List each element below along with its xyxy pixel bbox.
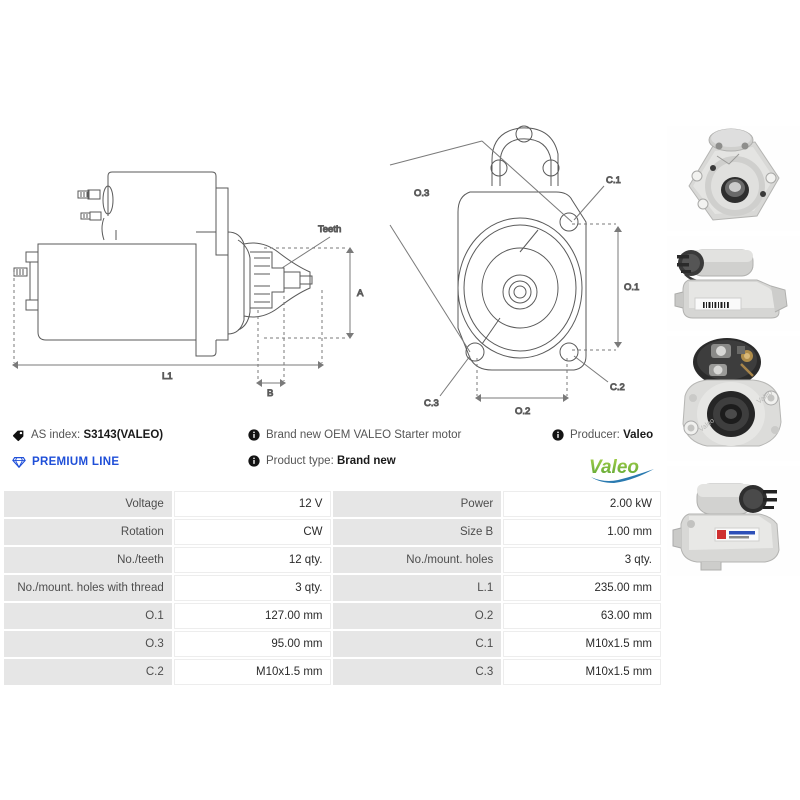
front-view-dimensions xyxy=(389,140,622,402)
label-teeth: Teeth xyxy=(318,224,341,235)
side-view-drawing xyxy=(13,171,313,357)
label-b: B xyxy=(267,388,273,399)
label-c2: C.2 xyxy=(610,382,625,393)
label-c1: C.1 xyxy=(606,175,621,186)
spec-value-cell: M10x1.5 mm xyxy=(503,659,661,685)
spec-label-cell: C.2 xyxy=(4,659,172,685)
spec-value-cell: 2.00 kW xyxy=(503,491,661,517)
premium-line-badge: PREMIUM LINE xyxy=(12,454,242,469)
product-type-text: Product type: Brand new xyxy=(266,454,396,469)
drawings-svg: Teeth A B L1 xyxy=(12,125,640,418)
spec-value-cell: 12 V xyxy=(173,491,332,517)
side-view-dimensions xyxy=(12,236,354,387)
as-index-line: AS index: S3143(VALEO) xyxy=(12,428,242,443)
spec-value-cell: M10x1.5 mm xyxy=(173,659,332,685)
label-o1: O.1 xyxy=(624,282,639,293)
as-index-text: AS index: S3143(VALEO) xyxy=(31,428,163,443)
tag-icon xyxy=(12,429,25,442)
info-icon xyxy=(552,429,564,441)
starter-solenoid-end-photo[interactable]: Valeo Valeo xyxy=(667,336,800,461)
producer-label: Producer: xyxy=(570,429,620,441)
product-type-line: Product type: Brand new xyxy=(248,454,548,469)
label-a: A xyxy=(357,288,364,299)
product-type-label: Product type: xyxy=(266,455,334,467)
starter-front-angle-photo[interactable] xyxy=(667,126,800,231)
description-line: Brand new OEM VALEO Starter motor xyxy=(248,428,548,443)
info-column-middle: Brand new OEM VALEO Starter motor Produc… xyxy=(248,428,548,480)
spec-label-cell: Power xyxy=(333,491,502,517)
spec-label-cell: C.1 xyxy=(333,631,502,657)
diamond-icon xyxy=(12,455,26,469)
label-o2: O.2 xyxy=(515,406,530,417)
description-text: Brand new OEM VALEO Starter motor xyxy=(266,429,462,441)
info-icon xyxy=(248,455,260,467)
as-index-value: S3143(VALEO) xyxy=(83,429,164,441)
label-c3: C.3 xyxy=(424,398,439,409)
starter-side-view-photo[interactable] xyxy=(667,236,800,331)
spec-label-cell: Size B xyxy=(333,519,502,545)
label-l1: L1 xyxy=(162,371,173,382)
product-type-value: Brand new xyxy=(336,455,396,467)
valeo-logo-text: Valeo xyxy=(589,457,639,478)
spec-label-cell: L.1 xyxy=(333,575,502,601)
spec-value-cell: 127.00 mm xyxy=(173,603,332,629)
spec-label-cell: O.2 xyxy=(333,603,502,629)
front-view-drawing xyxy=(457,125,587,371)
spec-value-cell: 1.00 mm xyxy=(503,519,661,545)
info-icon xyxy=(248,429,260,441)
producer-text: Producer: Valeo xyxy=(570,428,653,443)
spec-label-cell: Voltage xyxy=(4,491,172,517)
valeo-brand-logo: Valeo xyxy=(588,456,664,484)
spec-value-cell: M10x1.5 mm xyxy=(503,631,661,657)
info-column-left: AS index: S3143(VALEO) PREMIUM LINE xyxy=(12,428,242,469)
spec-label-cell: No./mount. holes xyxy=(333,547,502,573)
product-info-row: AS index: S3143(VALEO) PREMIUM LINE xyxy=(0,428,665,484)
spec-label-cell: O.3 xyxy=(4,631,172,657)
spec-value-cell: CW xyxy=(173,519,332,545)
producer-value: Valeo xyxy=(623,429,654,441)
as-index-label: AS index: xyxy=(31,429,81,441)
spec-value-cell: 3 qty. xyxy=(173,575,332,601)
spec-label-cell: No./mount. holes with thread xyxy=(4,575,172,601)
technical-drawing-area: Teeth A B L1 xyxy=(0,0,665,420)
spec-value-cell: 63.00 mm xyxy=(503,603,661,629)
spec-label-cell: O.1 xyxy=(4,603,172,629)
label-o3: O.3 xyxy=(414,188,429,199)
product-photo-column: Valeo Valeo xyxy=(667,126,800,706)
spec-value-cell: 95.00 mm xyxy=(173,631,332,657)
spec-value-cell: 235.00 mm xyxy=(503,575,661,601)
starter-rear-angle-photo[interactable] xyxy=(667,466,800,576)
premium-line-label: PREMIUM LINE xyxy=(32,455,120,468)
spec-label-cell: Rotation xyxy=(4,519,172,545)
producer-line: Producer: Valeo xyxy=(552,428,664,443)
spec-value-cell: 3 qty. xyxy=(503,547,661,573)
spec-value-cell: 12 qty. xyxy=(173,547,332,573)
spec-label-cell: No./teeth xyxy=(4,547,172,573)
info-column-right: Producer: Valeo xyxy=(552,428,664,454)
spec-label-cell: C.3 xyxy=(333,659,502,685)
